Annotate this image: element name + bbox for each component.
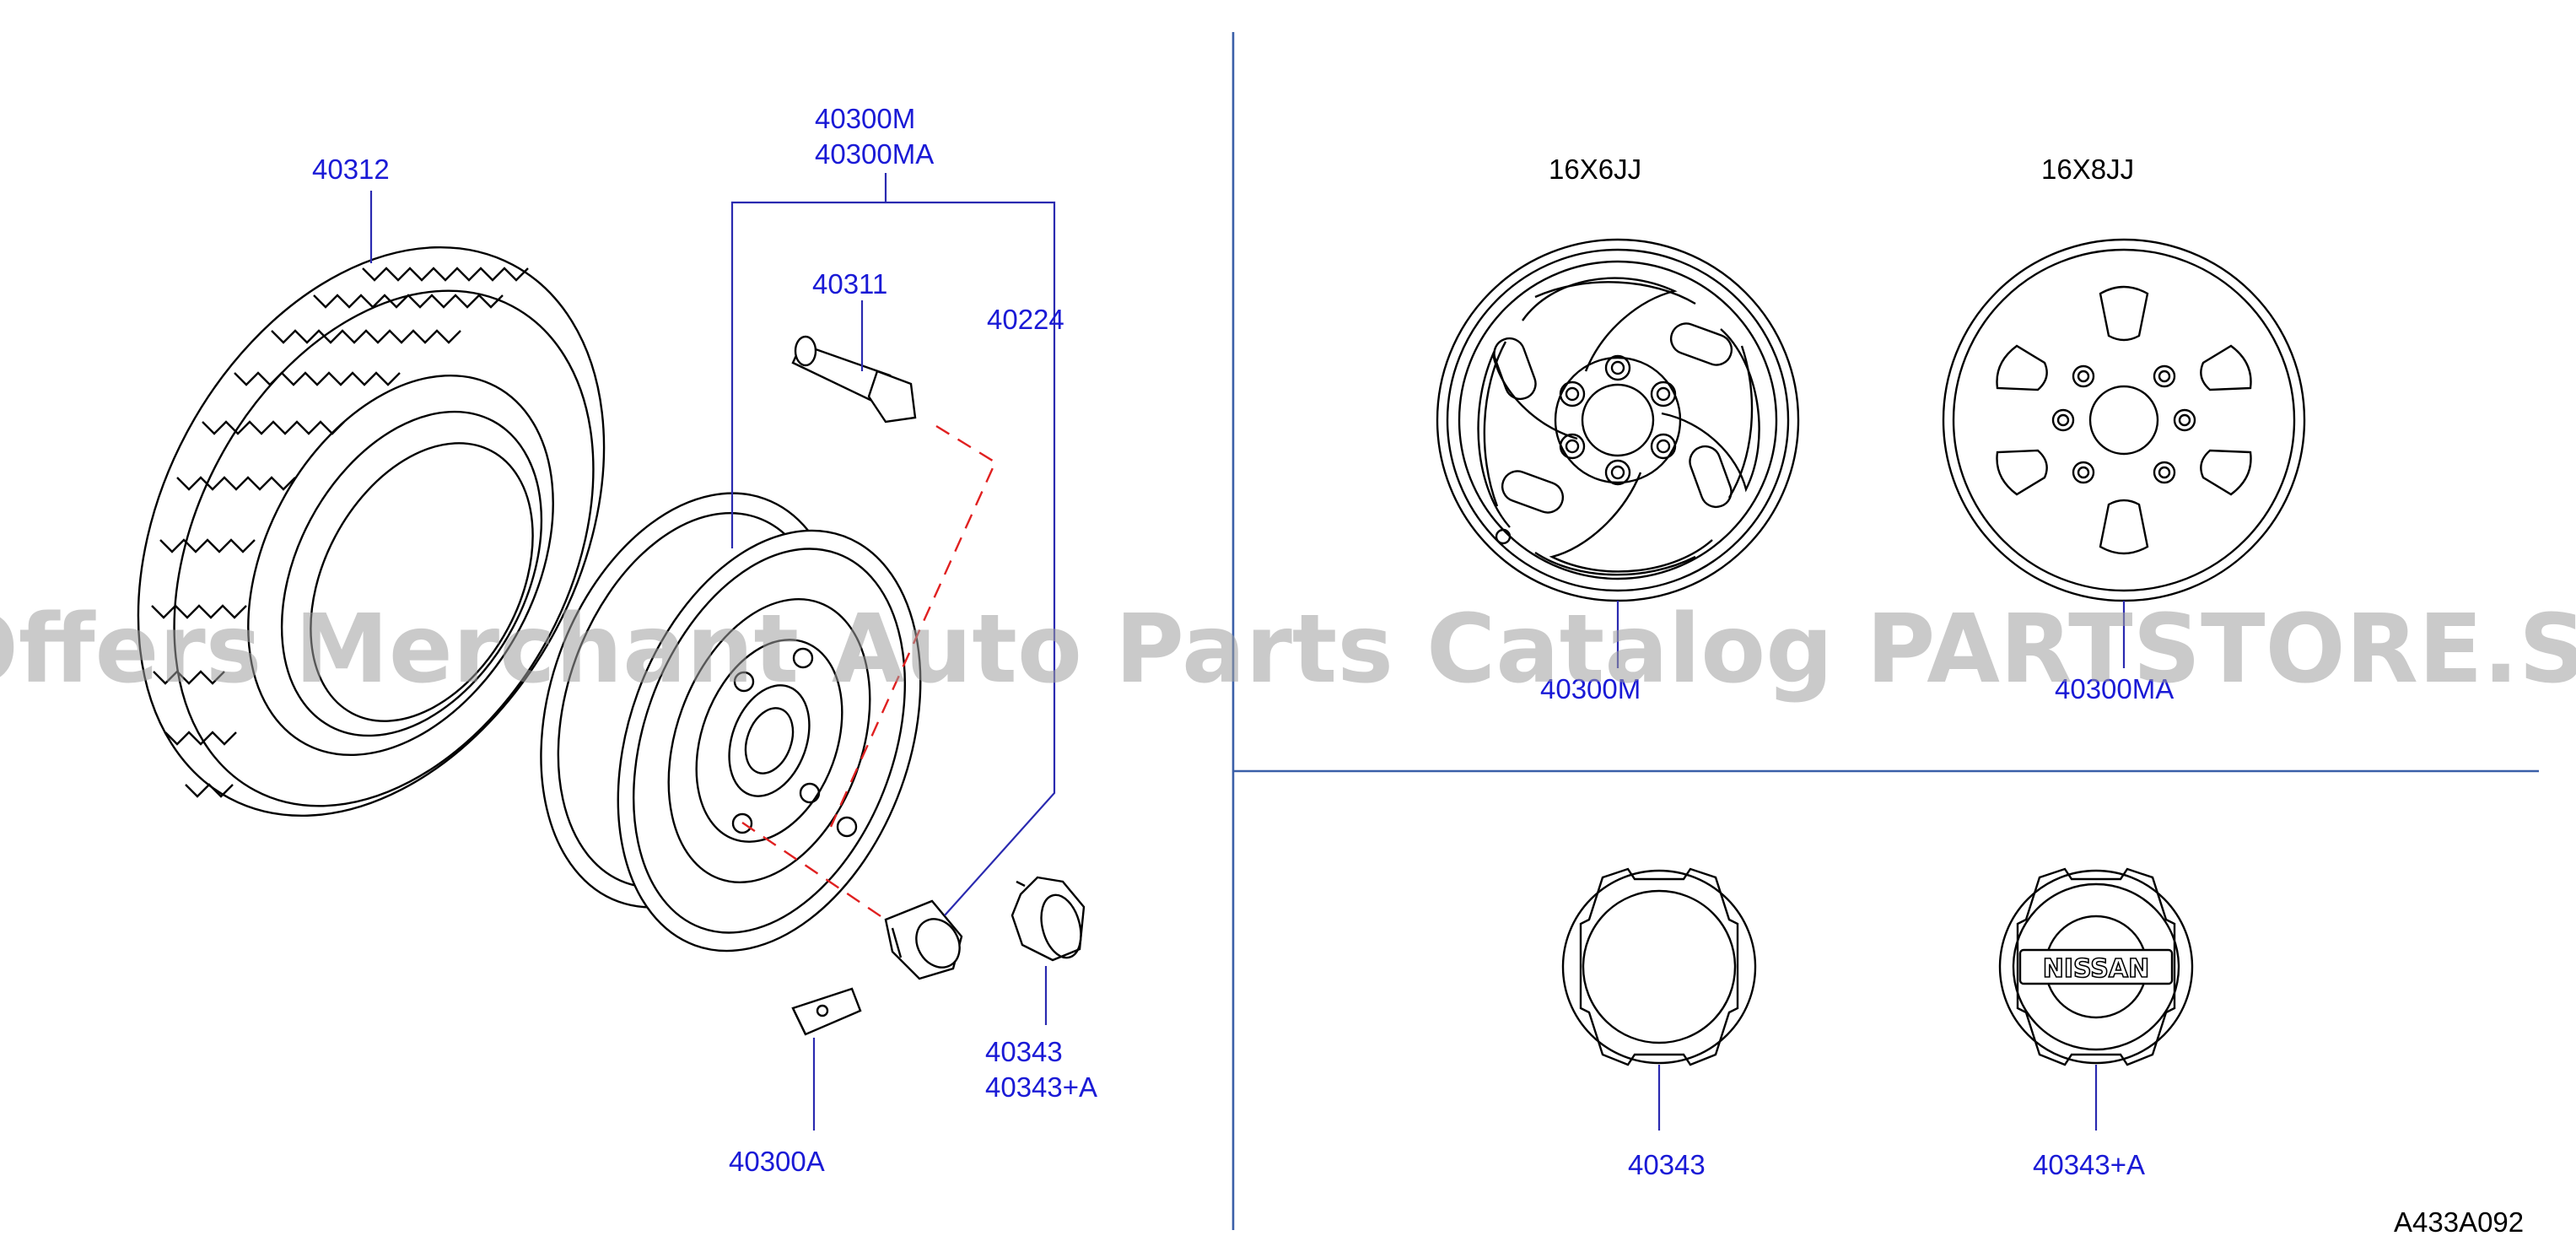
nut-guide-line (741, 822, 887, 920)
label-weight[interactable]: 40300A (729, 1146, 825, 1177)
valve-stem-drawing[interactable] (791, 335, 917, 424)
alloy-wheel-16x6jj-drawing[interactable] (1436, 238, 1800, 602)
label-road-wheel-ma[interactable]: 40300MA (815, 138, 934, 170)
label-cap-1[interactable]: 40343 (985, 1036, 1063, 1067)
label-size-8jj: 16X8JJ (2041, 154, 2134, 185)
label-wheel-6jj-part[interactable]: 40300M (1540, 673, 1641, 704)
tire-drawing[interactable] (45, 166, 698, 896)
diagram-code: A433A092 (2394, 1206, 2524, 1238)
valve-guide-line (829, 424, 997, 828)
label-cap-2[interactable]: 40343+A (985, 1071, 1097, 1103)
leader-bracket (730, 201, 1056, 916)
watermark: Offers Merchant Auto Parts Catalog PARTS… (0, 595, 2576, 704)
center-cap-logo-drawing[interactable]: NISSAN (1998, 867, 2194, 1066)
nissan-logo-text: NISSAN (2043, 954, 2149, 984)
label-cap-logo[interactable]: 40343+A (2033, 1149, 2145, 1180)
label-size-6jj: 16X6JJ (1549, 154, 1641, 185)
label-tire[interactable]: 40312 (312, 154, 390, 185)
steel-wheel-drawing[interactable] (487, 451, 975, 994)
center-cap-plain-drawing[interactable] (1561, 867, 1757, 1066)
center-cap-small-drawing[interactable] (1010, 876, 1087, 962)
label-cap-plain[interactable]: 40343 (1628, 1149, 1706, 1180)
wheel-nut-drawing[interactable] (884, 899, 968, 980)
wheel-16x8jj-drawing[interactable] (1942, 238, 2306, 602)
balance-weight-drawing[interactable] (791, 987, 862, 1036)
label-wheel-8jj-part[interactable]: 40300MA (2055, 673, 2174, 704)
label-nut[interactable]: 40224 (987, 304, 1064, 335)
label-valve[interactable]: 40311 (812, 268, 887, 300)
label-road-wheel-m[interactable]: 40300M (815, 103, 915, 134)
